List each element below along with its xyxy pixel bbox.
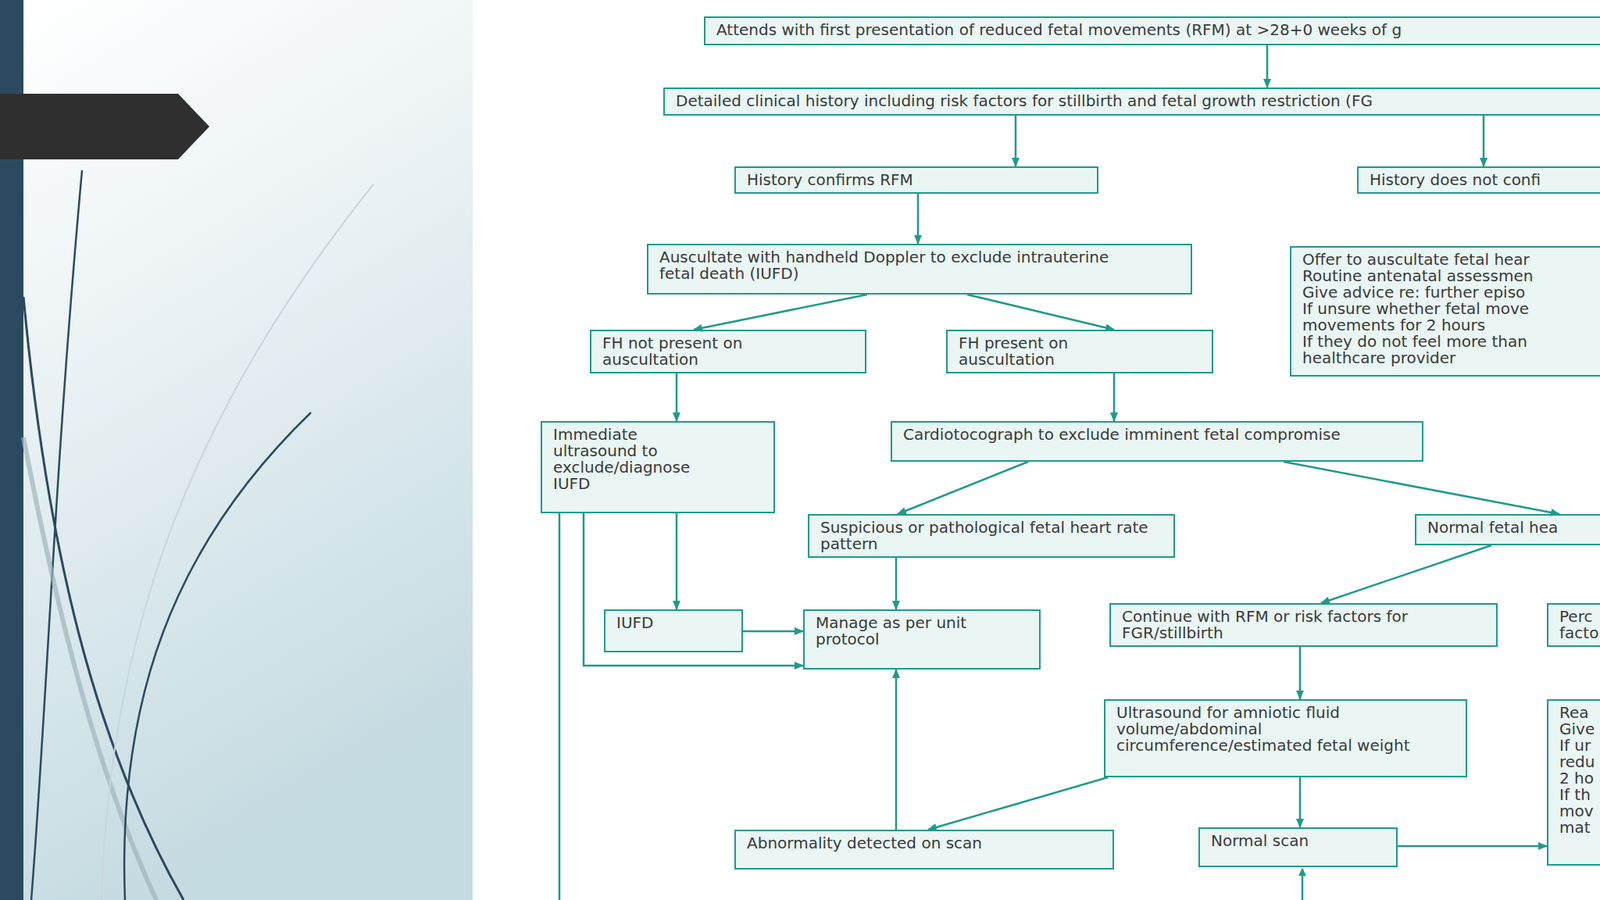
flow-arrow <box>675 373 679 422</box>
flow-arrow <box>693 294 868 330</box>
flow-arrow <box>1299 777 1302 828</box>
box-text: If th <box>1559 786 1600 804</box>
flow-arrow <box>1113 373 1116 422</box>
box-text: Attends with first presentation of reduc… <box>716 21 1600 39</box>
process-box: Continue with RFM or risk factors for FG… <box>1109 603 1498 647</box>
flow-arrow <box>1266 45 1269 88</box>
box-text: Perc <box>1559 608 1600 625</box>
connector-line <box>1301 868 1304 900</box>
deco-curve <box>101 184 374 900</box>
box-text: Normal fetal hea <box>1427 519 1600 536</box>
box-text: Give <box>1559 721 1600 738</box>
flow-arrow <box>1397 845 1547 848</box>
flow-arrow <box>928 777 1108 830</box>
box-text: If ur <box>1559 737 1600 754</box>
flow-arrow <box>1283 461 1560 515</box>
process-box: Suspicious or pathological fetal heart r… <box>807 514 1175 558</box>
box-text: FH present on auscultation <box>958 335 1131 368</box>
box-text: mat <box>1559 819 1600 836</box>
flow-arrow <box>917 193 920 244</box>
flow-arrow <box>967 294 1115 330</box>
flow-arrow <box>1482 115 1486 167</box>
box-text: 2 ho <box>1559 770 1600 787</box>
box-text: Manage as per unit protocol <box>815 614 1019 648</box>
box-text: facto <box>1559 625 1600 642</box>
box-text: Continue with RFM or risk factors for FG… <box>1121 608 1450 642</box>
deco-curve <box>23 296 184 900</box>
box-text: If unsure whether fetal move <box>1302 300 1600 318</box>
process-box: Offer to auscultate fetal hearRoutine an… <box>1289 246 1600 377</box>
process-box: ReaGiveIf urredu2 hoIf thmovmat <box>1546 699 1600 866</box>
box-text: Abnormality detected on scan <box>746 835 1102 852</box>
process-box: History confirms RFM <box>734 166 1099 194</box>
connector-line <box>558 513 561 900</box>
box-text: IUFD <box>616 614 731 632</box>
box-text: Immediate ultrasound to exclude/diagnose… <box>553 426 725 493</box>
box-text: redu <box>1559 753 1600 771</box>
process-box: Normal scan <box>1198 827 1398 868</box>
process-box: FH not present on auscultation <box>589 329 867 374</box>
process-box: Manage as per unit protocol <box>803 609 1041 670</box>
flow-arrow <box>895 557 898 610</box>
box-text: mov <box>1559 803 1600 820</box>
box-text: Offer to auscultate fetal hear <box>1302 251 1600 268</box>
process-box: Cardiotocograph to exclude imminent feta… <box>890 421 1424 462</box>
box-text: Ultrasound for amniotic fluid volume/abd… <box>1116 704 1429 754</box>
deco-curve <box>124 412 311 900</box>
box-text: History does not confi <box>1369 171 1600 189</box>
box-text: Detailed clinical history including risk… <box>675 92 1600 110</box>
box-text: Rea <box>1559 704 1600 722</box>
box-text: Suspicious or pathological fetal heart r… <box>820 519 1149 553</box>
process-box: Percfacto <box>1546 603 1600 647</box>
deco-curve <box>23 437 157 900</box>
process-box: Normal fetal hea <box>1414 514 1600 546</box>
process-box: Attends with first presentation of reduc… <box>703 16 1600 46</box>
process-box: Detailed clinical history including risk… <box>663 87 1600 116</box>
flow-arrow <box>897 461 1029 515</box>
box-text: History confirms RFM <box>746 171 1086 189</box>
flow-arrow <box>1299 646 1302 700</box>
box-text: Cardiotocograph to exclude imminent feta… <box>903 426 1341 443</box>
flow-arrow <box>895 669 898 830</box>
box-text: healthcare provider <box>1302 350 1600 367</box>
process-box: History does not confi <box>1357 166 1600 194</box>
process-box: Abnormality detected on scan <box>734 829 1115 870</box>
box-text: Normal scan <box>1210 832 1386 850</box>
box-text: Give advice re: further episo <box>1302 284 1600 301</box>
process-box: Immediate ultrasound to exclude/diagnose… <box>540 421 775 514</box>
flow-arrow <box>675 513 679 610</box>
process-box: FH present on auscultation <box>946 329 1214 374</box>
title-arrow-shape <box>0 93 210 160</box>
process-box: Auscultate with handheld Doppler to excl… <box>646 243 1193 295</box>
box-text: Routine antenatal assessmen <box>1302 267 1600 285</box>
flow-arrow <box>1321 545 1492 604</box>
process-box: Ultrasound for amniotic fluid volume/abd… <box>1103 699 1468 778</box>
flow-arrow <box>742 630 804 633</box>
box-text: movements for 2 hours <box>1302 317 1600 334</box>
flow-arrow <box>1014 115 1018 167</box>
box-text: FH not present on auscultation <box>602 335 806 368</box>
box-text: Auscultate with handheld Doppler to excl… <box>659 249 1129 283</box>
process-box: IUFD <box>603 609 743 653</box>
flow-arrow <box>583 513 804 666</box>
box-text: If they do not feel more than <box>1302 333 1600 350</box>
